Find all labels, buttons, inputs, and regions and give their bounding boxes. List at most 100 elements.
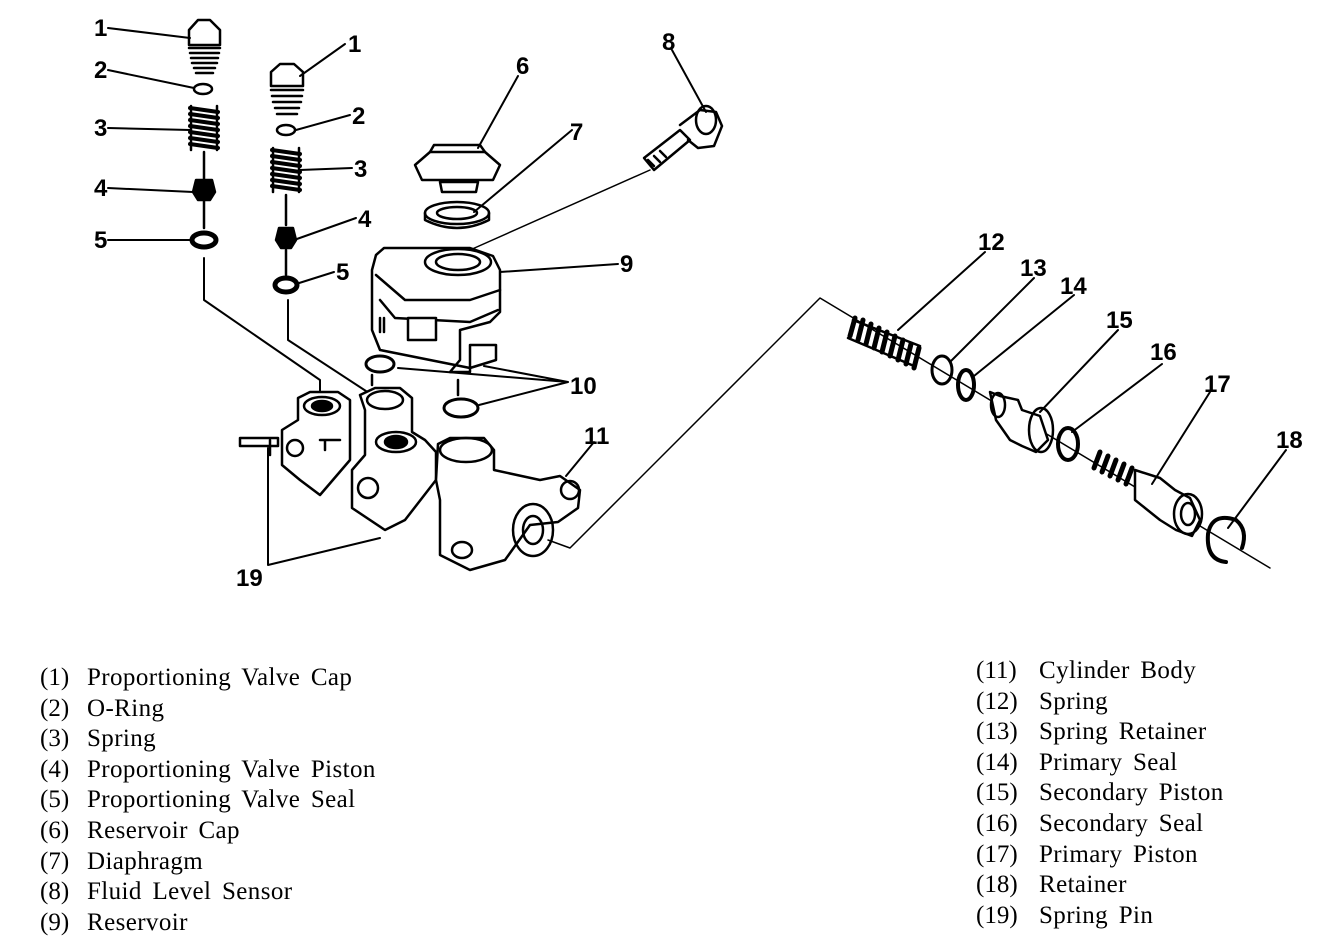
valve-piston-b (274, 226, 298, 250)
callout-16: 16 (1150, 339, 1177, 366)
parts-legend-left: (1) Proportioning Valve Cap (2) O-Ring (3)… (40, 663, 376, 938)
valve-piston-a (191, 178, 217, 202)
legend-number: (14) (976, 748, 1018, 776)
legend-number: (2) (40, 694, 70, 722)
callout-8: 8 (662, 29, 675, 56)
legend-label: O-Ring (87, 694, 165, 722)
legend-label: Spring (1039, 687, 1109, 715)
callout-5a: 5 (94, 227, 107, 254)
legend-number: (13) (976, 718, 1018, 746)
parts-legend-right: (11)Cylinder Body (12) Spring (13) Spring … (976, 656, 1224, 931)
legend-item: (17) Primary Piston (976, 840, 1224, 871)
valve-cap-a (187, 18, 222, 47)
legend-number: (3) (40, 725, 70, 753)
callout-19: 19 (236, 565, 263, 592)
callout-3b: 3 (354, 156, 367, 183)
callout-11: 11 (584, 423, 609, 450)
legend-number: (15) (976, 779, 1018, 807)
legend-number: (16) (976, 809, 1018, 837)
callout-12: 12 (978, 229, 1005, 256)
reservoir-cap (413, 143, 502, 194)
callout-15: 15 (1106, 307, 1133, 334)
legend-label: Reservoir Cap (87, 816, 240, 844)
diaphragm (423, 200, 491, 230)
legend-item: (8) Fluid Level Sensor (40, 877, 376, 908)
spring-a (188, 104, 220, 152)
legend-label: Secondary Seal (1039, 809, 1204, 837)
callout-13: 13 (1020, 255, 1047, 282)
legend-label: Primary Seal (1039, 748, 1178, 776)
legend-item: (4) Proportioning Valve Piston (40, 755, 376, 786)
primary-piston-17 (1091, 449, 1204, 538)
callout-4a: 4 (94, 175, 108, 202)
callout-18: 18 (1276, 427, 1303, 454)
cylinder-body (280, 386, 582, 572)
legend-label: Diaphragm (87, 847, 204, 875)
legend-number: (17) (976, 840, 1018, 868)
callout-1b: 1 (348, 31, 361, 58)
legend-label: Retainer (1039, 871, 1127, 899)
legend-item: (9)Reservoir (40, 908, 376, 939)
legend-item: (18)Retainer (976, 870, 1224, 901)
callout-3a: 3 (94, 115, 107, 142)
spring-pins (238, 436, 280, 457)
legend-label: Proportioning Valve Cap (87, 664, 353, 691)
legend-number: (19) (976, 901, 1018, 929)
callout-4b: 4 (358, 206, 372, 233)
legend-item: (7) Diaphragm (40, 847, 376, 878)
legend-label: Spring Retainer (1039, 718, 1207, 746)
callout-labels: 1 2 3 4 5 1 2 3 4 5 6 7 8 9 10 11 12 13 … (94, 15, 1303, 592)
legend-item: (2) O-Ring (40, 694, 376, 725)
callout-9: 9 (620, 251, 633, 278)
legend-label: Cylinder Body (1039, 657, 1197, 684)
callout-5b: 5 (336, 259, 349, 286)
legend-item: (16) Secondary Seal (976, 809, 1224, 840)
callout-17: 17 (1204, 371, 1231, 398)
proportioning-valve-stack-b (269, 62, 396, 441)
legend-item: (1) Proportioning Valve Cap (40, 663, 376, 694)
secondary-piston-15 (988, 390, 1055, 454)
legend-item: (13) Spring Retainer (976, 717, 1224, 748)
grommet-b (442, 397, 480, 419)
legend-number: (7) (40, 847, 70, 875)
legend-label: Proportioning Valve Seal (87, 786, 356, 814)
valve-seal-a (189, 230, 219, 250)
grommet-a (364, 354, 396, 374)
callout-1a: 1 (94, 15, 107, 42)
callout-10: 10 (570, 373, 597, 400)
legend-label: Proportioning Valve Piston (87, 755, 376, 783)
legend-item: (3)Spring (40, 724, 376, 755)
legend-item: (5) Proportioning Valve Seal (40, 785, 376, 816)
legend-label: Primary Piston (1039, 840, 1198, 868)
legend-number: (6) (40, 816, 70, 844)
legend-number: (1) (40, 664, 70, 691)
o-ring-a (192, 82, 214, 96)
legend-item: (11)Cylinder Body (976, 656, 1224, 687)
callout-2a: 2 (94, 57, 107, 84)
legend-item: (14) Primary Seal (976, 748, 1224, 779)
legend-item: (19) Spring Pin (976, 901, 1224, 932)
legend-label: Secondary Piston (1039, 779, 1224, 807)
valve-cap-b (269, 62, 305, 88)
callout-7: 7 (570, 119, 583, 146)
legend-number: (4) (40, 755, 70, 783)
callout-14: 14 (1060, 273, 1087, 300)
legend-number: (9) (40, 908, 70, 936)
legend-number: (5) (40, 786, 70, 814)
valve-seal-b (272, 275, 300, 295)
legend-label: Fluid Level Sensor (87, 878, 293, 906)
legend-number: (12) (976, 687, 1018, 715)
legend-label: Spring Pin (1039, 901, 1154, 929)
legend-item: (15) Secondary Piston (976, 778, 1224, 809)
legend-number: (8) (40, 878, 70, 906)
spring-12 (846, 315, 922, 371)
leader-lines (107, 27, 1287, 566)
fluid-level-sensor (469, 104, 724, 251)
o-ring-b (275, 123, 297, 137)
callout-2b: 2 (352, 103, 365, 130)
reservoir (370, 246, 502, 397)
spring-retainer-13 (930, 354, 954, 386)
legend-item: (6) Reservoir Cap (40, 816, 376, 847)
primary-seal-14 (956, 368, 976, 402)
legend-item: (12) Spring (976, 687, 1224, 718)
